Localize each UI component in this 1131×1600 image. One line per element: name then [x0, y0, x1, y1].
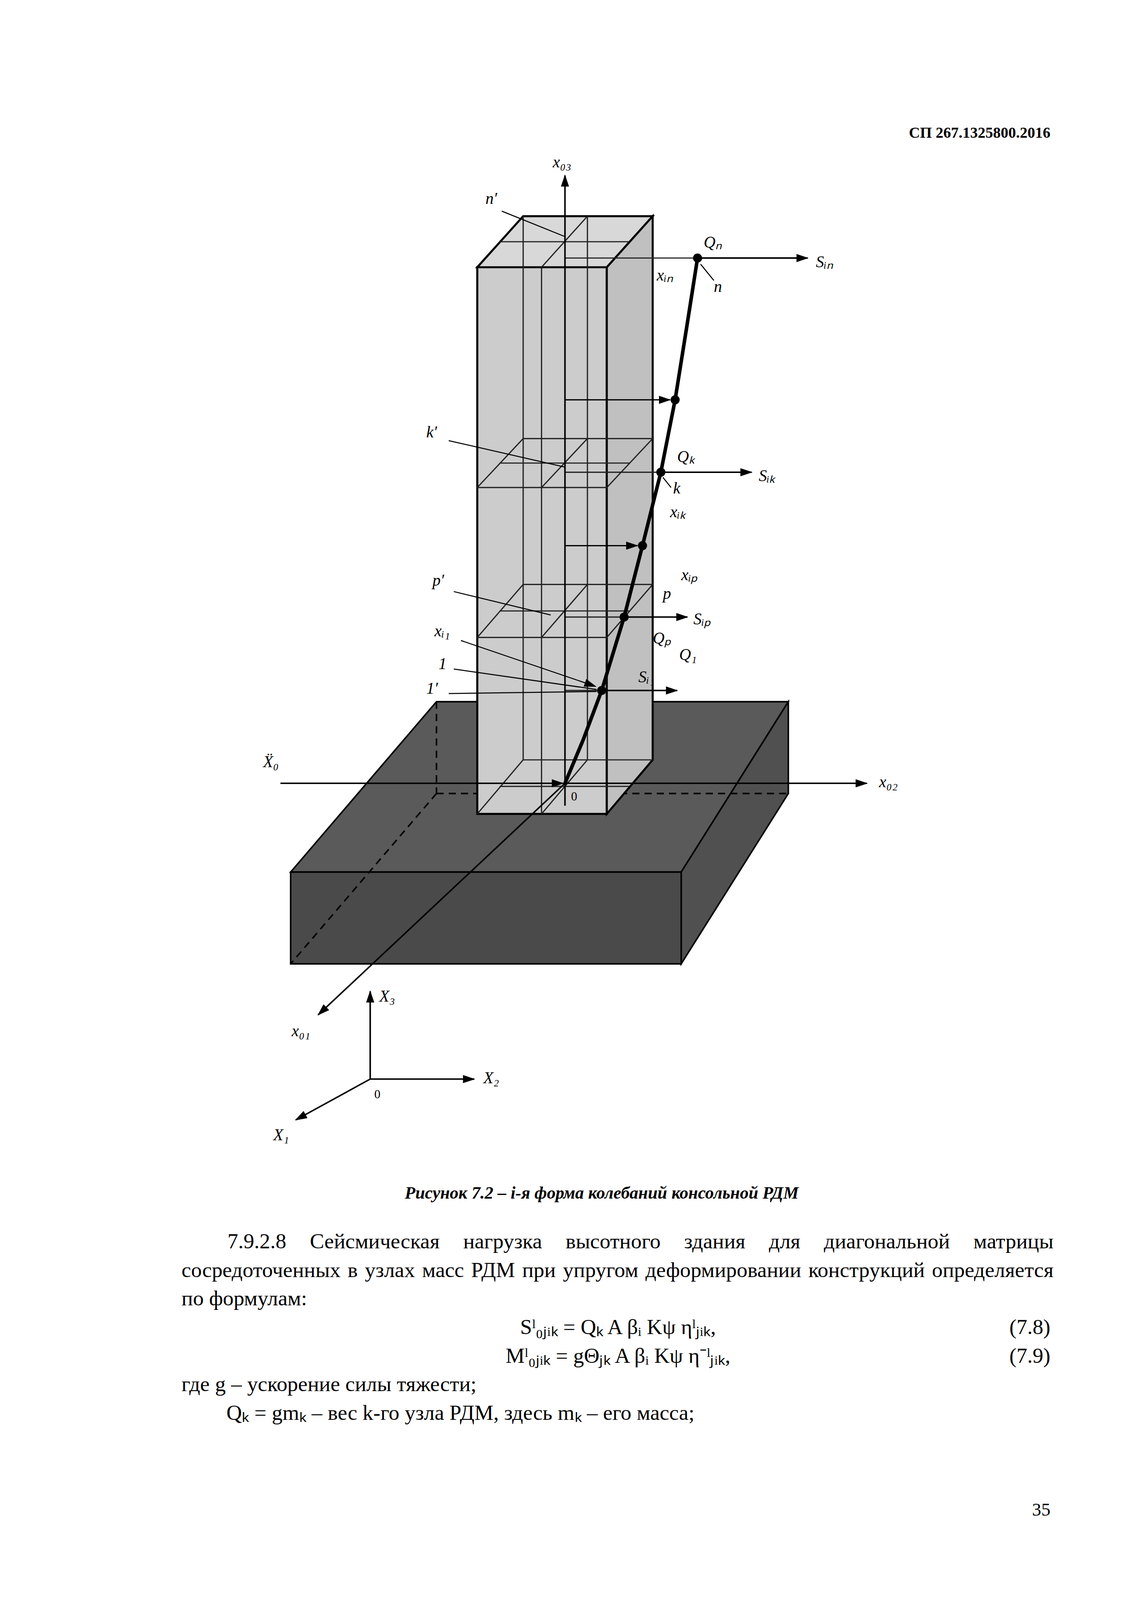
seismic-force-arrow [697, 257, 809, 259]
load-label: Qₖ [677, 444, 696, 467]
leader-line [448, 440, 566, 467]
axis-label: X₃ [379, 987, 395, 1006]
displacement-label: xᵢₚ [681, 562, 698, 586]
coordinate-axis [295, 1079, 370, 1120]
figure-caption: Рисунок 7.2 – i-я форма колебаний консол… [404, 1182, 799, 1204]
wireframe-line [565, 257, 694, 259]
wireframe-line [540, 267, 543, 815]
load-label: Qₙ [703, 230, 722, 253]
axis-label: X₂ [483, 1068, 499, 1088]
axis-label: x₀₃ [552, 152, 572, 172]
hidden-edge [290, 793, 437, 964]
formula: Sˡ₀ⱼᵢₖ = Qₖ A βᵢ Kψ ηˡⱼᵢₖ, [520, 1312, 716, 1342]
displacement-arrow [565, 544, 638, 547]
leader-line [700, 264, 714, 281]
coordinate-axis [370, 1078, 475, 1080]
force-label: Sᵢₚ [693, 607, 711, 630]
building-column [607, 216, 654, 814]
seismic-force-arrow [601, 258, 808, 691]
coordinate-axis [565, 782, 867, 784]
mode-shape-curve [565, 258, 698, 784]
node-label: k [673, 479, 681, 498]
hidden-edge [435, 701, 437, 794]
origin-label: 0 [374, 1087, 381, 1103]
origin-label: 0 [570, 789, 577, 805]
wireframe-line [477, 216, 694, 814]
body-text: Qₖ = gmₖ – вес k-го узла РДМ, здесь mₖ –… [226, 1398, 695, 1427]
axis-label: x₀₂ [879, 773, 898, 792]
formula: Mˡ₀ⱼᵢₖ = gΘⱼₖ A βᵢ Kψ η⁻ˡⱼᵢₖ, [505, 1341, 731, 1370]
axis-label: X₁ [273, 1125, 289, 1145]
coordinate-axis [280, 782, 563, 784]
equation-number: (7.8) [1009, 1312, 1051, 1342]
seismic-force-arrow [601, 689, 677, 691]
load-label: Q₁ [679, 645, 697, 665]
leader-line [453, 591, 551, 615]
force-label: Sᵢₙ [815, 249, 833, 273]
body-text: 7.9.2.8 Сейсмическая нагрузка высотного … [181, 1226, 1054, 1313]
leader-line [663, 477, 672, 488]
running-header: СП 267.1325800.2016 [908, 124, 1051, 142]
coordinate-axis [318, 783, 566, 1015]
foundation-slab [290, 871, 681, 964]
load-label: Qₚ [652, 626, 671, 649]
coordinate-axis [564, 175, 566, 806]
leader-line [448, 211, 714, 694]
seismic-force-arrow [660, 471, 752, 473]
mode-shape-curve [565, 253, 703, 784]
node-label: n′ [485, 189, 498, 208]
seismic-force-arrow [624, 616, 688, 618]
node-label: n [713, 277, 722, 296]
wireframe-line [565, 690, 599, 692]
axis-label: x₀₁ [291, 1022, 311, 1041]
wireframe-line [565, 471, 658, 473]
wireframe-line [565, 616, 622, 618]
displacement-arrow [565, 399, 670, 546]
displacement-label: xᵢₙ [656, 263, 673, 286]
force-label: Sᵢ₁ [638, 668, 655, 687]
body-text: где g – ускорение силы тяжести; [181, 1369, 477, 1399]
node-label: 1′ [426, 679, 439, 698]
node-label: p [663, 584, 672, 603]
page-number: 35 [1032, 1499, 1051, 1521]
coordinate-axis [369, 991, 371, 1080]
mode-shape-curve [638, 540, 648, 550]
equation-number: (7.9) [1009, 1341, 1051, 1370]
mode-shape-curve [670, 395, 680, 405]
displacement-label: xᵢ₁ [434, 622, 451, 641]
foundation-slab [681, 701, 789, 965]
node-label: 1 [438, 654, 447, 674]
node-label: k′ [426, 423, 438, 442]
coordinate-axis [280, 175, 867, 1121]
displacement-label: xᵢₖ [669, 499, 686, 523]
leader-line [501, 211, 566, 237]
displacement-arrow [565, 399, 670, 401]
leader-line [448, 691, 597, 694]
force-label: Sᵢₖ [758, 463, 776, 487]
leader-line [453, 669, 597, 690]
acceleration-label: Ẍ₀ [263, 752, 279, 771]
node-label: p′ [432, 570, 445, 590]
